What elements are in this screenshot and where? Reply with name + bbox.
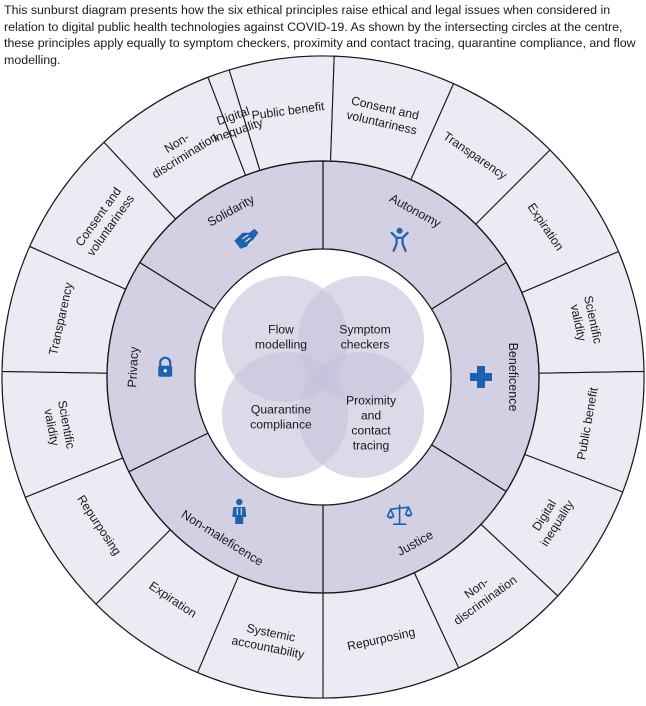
issue-segment: Consent andvoluntariness — [329, 55, 455, 181]
principle-ring: AutonomyBeneficenceJusticeNon-maleficenc… — [106, 160, 540, 594]
issue-segment: Repurposing — [24, 457, 172, 605]
principle-non-maleficence: Non-maleficence — [128, 432, 324, 594]
doctor-icon — [232, 498, 247, 524]
scales-icon — [386, 504, 413, 525]
technology-circle — [298, 352, 424, 478]
principle-label: Beneficence — [506, 343, 520, 412]
issue-segment: Consent andvoluntariness — [29, 141, 177, 290]
issue-segment: Public benefit — [228, 55, 335, 172]
figure-caption: This sunburst diagram presents how the s… — [4, 3, 636, 67]
principle-label: Privacy — [125, 345, 141, 387]
principle-ring-outline — [106, 160, 540, 594]
principle-beneficence: Beneficence — [430, 261, 540, 493]
lock-icon — [158, 356, 173, 377]
issue-segment: Scientificvalidity — [1, 370, 124, 498]
principle-autonomy: Autonomy — [322, 160, 508, 310]
person-icon — [390, 227, 409, 252]
handshake-icon — [234, 228, 259, 249]
issue-scientific-validity-label: Scientificvalidity — [40, 399, 77, 452]
issue-segment: Expiration — [95, 528, 240, 674]
cross-icon — [470, 366, 492, 388]
issue-segment: Non-discrimination — [413, 523, 559, 669]
issue-segment: Scientificvalidity — [521, 250, 645, 374]
issue-segment: Repurposing — [322, 572, 460, 699]
